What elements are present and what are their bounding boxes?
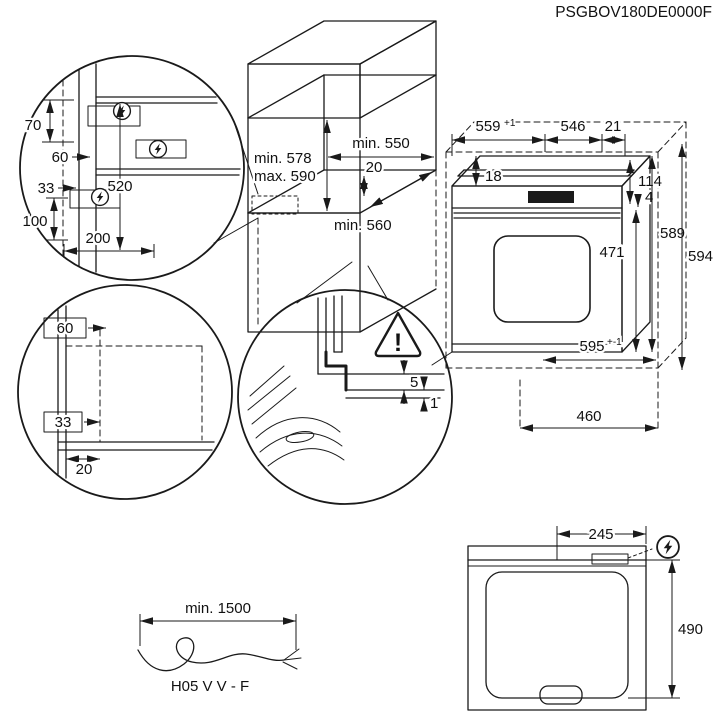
svg-text:max. 590: max. 590 [254,168,316,185]
dim-490: 490 [628,559,705,699]
dim-460: 460 [520,406,658,432]
dim-200: 200 [63,228,155,258]
svg-text:min. 578: min. 578 [254,150,312,167]
svg-text:21: 21 [605,118,622,135]
panel-detail-circle: ! 5 1 [237,261,453,505]
svg-text:20: 20 [366,159,383,176]
svg-text:!: ! [394,329,402,357]
cable-curve [137,637,285,672]
dim-60-corner: 60 [43,317,106,339]
cabinet-drawing: min. 550 20 min. 578 max. 590 min. 560 [247,20,437,333]
svg-text:1: 1 [430,395,438,412]
oven-drawing: 559 +1 546 21 18 114 4 471 589 [431,116,715,432]
svg-text:+-1: +-1 [607,337,622,348]
dim-5: 5 [400,360,421,404]
svg-text:20: 20 [76,461,93,478]
dim-33-corner: 33 [43,411,100,433]
socket-zone [87,105,141,127]
svg-text:594: 594 [688,248,713,265]
svg-text:114: 114 [638,173,662,190]
svg-text:200: 200 [85,230,110,247]
dim-1: 1 [420,376,441,414]
svg-text:245: 245 [588,526,613,543]
svg-text:490: 490 [678,621,703,638]
dim-cable-length: min. 1500 [139,598,297,650]
dim-595: 595 +-1 [543,335,656,364]
cable-drawing: min. 1500 H05 V V - F [137,598,302,695]
cavity-outline [485,571,629,699]
svg-text:100: 100 [22,213,47,230]
dim-100: 100 [20,197,68,241]
cable-type-label: H05 V V - F [171,678,249,695]
dim-471: 471 [597,210,640,352]
dim-546: 546 [545,116,602,144]
wood-grain [247,365,345,467]
door-window [493,235,591,323]
socket-zone [251,195,299,215]
dim-559: 559 +1 [451,116,626,156]
socket-detail-circle: 70 60 520 33 100 200 [19,55,259,281]
magnifier-circle [237,289,453,505]
svg-text:60: 60 [57,320,74,337]
warning-icon: ! [374,311,422,358]
top-view-drawing: 245 490 [467,524,705,711]
magnifier-circle [19,55,245,281]
dim-niche-height: min. 578 max. 590 [252,120,331,211]
svg-text:460: 460 [576,408,601,425]
dim-60: 60 [49,147,90,168]
svg-text:60: 60 [52,149,69,166]
terminal-box [591,553,629,565]
lightning-icon [148,139,168,159]
svg-text:471: 471 [599,244,624,261]
magnifier-circle [17,284,233,500]
callout-line [296,261,353,304]
cavity-notch [539,685,583,705]
svg-text:min. 1500: min. 1500 [185,600,251,617]
lightning-icon [112,101,132,121]
svg-text:5: 5 [410,374,418,391]
dim-20-corner: 20 [66,455,100,480]
socket-zone [43,317,87,339]
socket-zone [43,411,83,433]
svg-text:18: 18 [485,168,502,185]
dim-min560: min. 560 [332,171,433,236]
dim-594: 594 [678,144,715,370]
callout-line [213,217,259,244]
dim-min550: min. 550 [328,133,434,161]
dim-245: 245 [556,524,647,560]
svg-text:70: 70 [25,117,42,134]
dim-4: 4 [634,187,656,208]
dim-20-cabinet: 20 [360,157,385,196]
corner-detail-circle: 60 33 20 [17,284,233,500]
cable-wire-ends [282,648,302,670]
svg-text:520: 520 [107,178,132,195]
svg-text:595: 595 [579,338,604,355]
svg-text:min. 550: min. 550 [352,135,410,152]
svg-text:589: 589 [660,225,685,242]
dim-18: 18 [472,156,504,187]
svg-text:33: 33 [55,414,72,431]
callout-line [367,265,389,301]
svg-text:559: 559 [475,118,500,135]
lightning-icon [656,535,680,559]
svg-text:546: 546 [560,118,585,135]
dim-520: 520 [105,104,135,250]
dim-21: 21 [602,116,625,144]
svg-text:min. 560: min. 560 [334,217,392,234]
page-title: PSGBOV180DE0000F [555,4,712,21]
svg-text:+1: +1 [504,118,516,129]
lightning-icon [90,187,110,207]
control-display [528,191,574,203]
svg-text:33: 33 [38,180,55,197]
dim-70: 70 [22,99,74,143]
dim-33: 33 [35,178,76,199]
socket-zone [135,139,187,159]
